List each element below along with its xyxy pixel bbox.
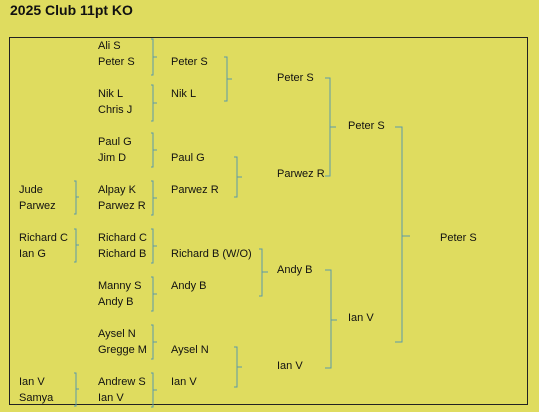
round2-player: Aysel N [171,344,209,356]
round2-player: Andy B [171,280,207,292]
round1-player: Aysel N [98,328,136,340]
bracket-line [259,248,268,297]
quarterfinal-player: Andy B [277,264,313,276]
round2-player: Richard B (W/O) [171,248,252,260]
round1-player: Paul G [98,136,132,148]
prelim-player: Jude [19,184,43,196]
round2-player: Parwez R [171,184,219,196]
bracket-line [151,228,157,264]
round1-player: Manny S [98,280,142,292]
bracket-line [325,77,336,177]
semifinal-player: Peter S [348,120,385,132]
round1-player: Andy B [98,296,134,308]
round2-player: Peter S [171,56,208,68]
bracket-line [151,84,157,122]
prelim-player: Samya [19,392,54,404]
bracket-line [395,126,410,343]
round1-player: Ali S [98,40,121,52]
round2-player: Nik L [171,88,197,100]
quarterfinal-player: Peter S [277,72,314,84]
round1-player: Chris J [98,104,133,116]
winner-name: Peter S [440,232,477,244]
round1-player: Richard C [98,232,147,244]
round1-player: Andrew S [98,376,146,388]
bracket-line [151,324,157,360]
bracket-line [151,38,157,76]
round1-player: Ian V [98,392,124,404]
quarterfinal-player: Parwez R [277,168,325,180]
prelim-player: Ian G [19,248,46,260]
quarterfinal-player: Ian V [277,360,303,372]
bracket-line [234,346,242,388]
round1-player: Richard B [98,248,147,260]
page-title: 2025 Club 11pt KO [10,2,133,18]
round1-player: Gregge M [98,344,147,356]
bracket-line [224,56,232,102]
round1-player: Parwez R [98,200,146,212]
bracket-line [234,156,242,198]
bracket-line [74,180,79,215]
semifinal-player: Ian V [348,312,374,324]
bracket-line [151,180,157,216]
prelim-player: Parwez [19,200,56,212]
round1-player: Peter S [98,56,135,68]
bracket-line [151,132,157,168]
bracket-line [74,228,79,263]
bracket-line [151,372,157,408]
round2-player: Ian V [171,376,197,388]
round2-player: Paul G [171,152,205,164]
round1-player: Jim D [98,152,127,164]
prelim-player: Ian V [19,376,45,388]
round1-player: Nik L [98,88,124,100]
prelim-player: Richard C [19,232,68,244]
bracket-line [151,276,157,312]
bracket-frame [9,37,528,405]
bracket-line [325,269,337,369]
round1-player: Alpay K [98,184,136,196]
bracket-line [74,372,79,407]
